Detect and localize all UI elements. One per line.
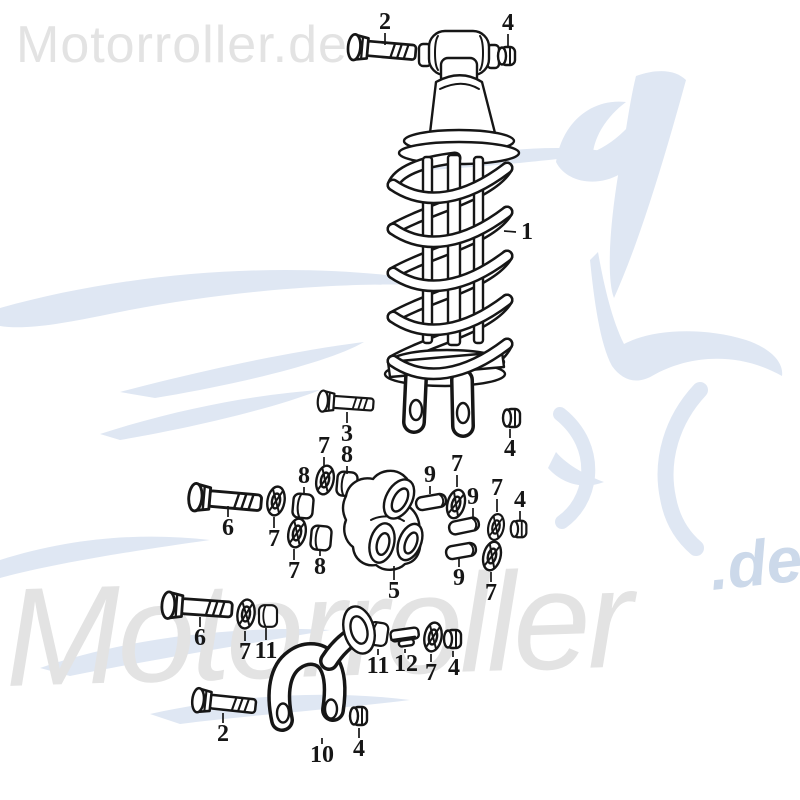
nut-4-bottom <box>348 705 369 727</box>
fender-curl <box>548 452 604 486</box>
pin-9-a <box>413 491 449 513</box>
part-number-label: 6 <box>194 625 206 651</box>
part-number-label: 12 <box>394 651 418 677</box>
part-number-label: 7 <box>491 475 503 501</box>
part-number-label: 7 <box>288 558 300 584</box>
nut-4-clevis <box>501 407 522 429</box>
scooter-watermark-art <box>0 71 783 724</box>
speed-swoosh-2 <box>120 342 364 398</box>
part-number-label: 6 <box>222 515 234 541</box>
nut-4-fork <box>442 628 463 650</box>
part-number-label: 4 <box>353 736 365 762</box>
part-number-label: 1 <box>521 219 533 245</box>
spacer-11-left <box>257 604 279 628</box>
part-number-label: 7 <box>268 526 280 552</box>
parts-layer <box>159 29 528 732</box>
bolt-3 <box>315 389 376 417</box>
speed-swoosh-3 <box>100 390 320 440</box>
watermark-layer: Motorroller.de Motorroller .de <box>0 16 800 724</box>
speed-swoosh-5 <box>40 629 330 676</box>
part-number-label: 8 <box>314 554 326 580</box>
part-number-label: 11 <box>255 638 278 664</box>
bushing-8-c <box>308 523 334 553</box>
shock-absorber <box>383 29 521 438</box>
rider-stroke <box>609 71 686 298</box>
nut-4-center <box>509 519 528 539</box>
washer-7-upper <box>312 462 338 498</box>
bushing-8-a <box>290 491 316 521</box>
bolt-6-upper <box>186 481 264 519</box>
part-number-label: 4 <box>502 10 514 36</box>
part-number-label: 4 <box>448 655 460 681</box>
washer-7-a <box>442 486 470 522</box>
part-number-label: 7 <box>425 660 437 686</box>
part-number-label: 11 <box>367 653 390 679</box>
shock-clevis-prongs <box>402 366 475 438</box>
part-number-label: 9 <box>467 484 479 510</box>
pin-9-b <box>446 515 482 537</box>
part-number-label: 10 <box>310 742 334 768</box>
fork-link-10 <box>267 605 376 732</box>
spring-front-coils <box>386 161 514 381</box>
washer-7-left <box>263 484 289 518</box>
washer-7-lowerleft <box>284 515 310 551</box>
part-number-label: 8 <box>298 463 310 489</box>
bolt-top <box>345 32 419 67</box>
part-number-label: 5 <box>388 578 400 604</box>
part-number-label: 4 <box>504 436 516 462</box>
fork-hole-right <box>323 698 339 720</box>
fork-hole-left <box>275 702 291 724</box>
part-number-label: 4 <box>514 487 526 513</box>
pin-12 <box>389 626 420 648</box>
washer-7-b <box>484 511 508 543</box>
watermark-big-text: Motorroller <box>2 539 641 716</box>
part-number-label: 9 <box>453 565 465 591</box>
speed-swoosh-4 <box>0 536 210 578</box>
part-number-label: 2 <box>217 721 229 747</box>
part-number-label: 2 <box>379 9 391 35</box>
speed-swoosh-1 <box>0 269 470 328</box>
watermark-top-text: Motorroller.de <box>16 16 348 74</box>
part-number-label: 7 <box>485 580 497 606</box>
part-number-label: 7 <box>318 433 330 459</box>
nut-4-top <box>496 45 517 67</box>
part-number-label: 9 <box>424 462 436 488</box>
leader-line <box>503 230 517 233</box>
front-wheel-arc <box>657 382 708 556</box>
linkage-5 <box>341 469 424 571</box>
part-number-label: 8 <box>341 442 353 468</box>
part-number-label: 7 <box>451 451 463 477</box>
part-number-label: 3 <box>341 421 353 447</box>
part-number-label: 7 <box>239 639 251 665</box>
scooter-body-stroke <box>590 252 783 381</box>
watermark-de-text: .de <box>706 523 800 604</box>
